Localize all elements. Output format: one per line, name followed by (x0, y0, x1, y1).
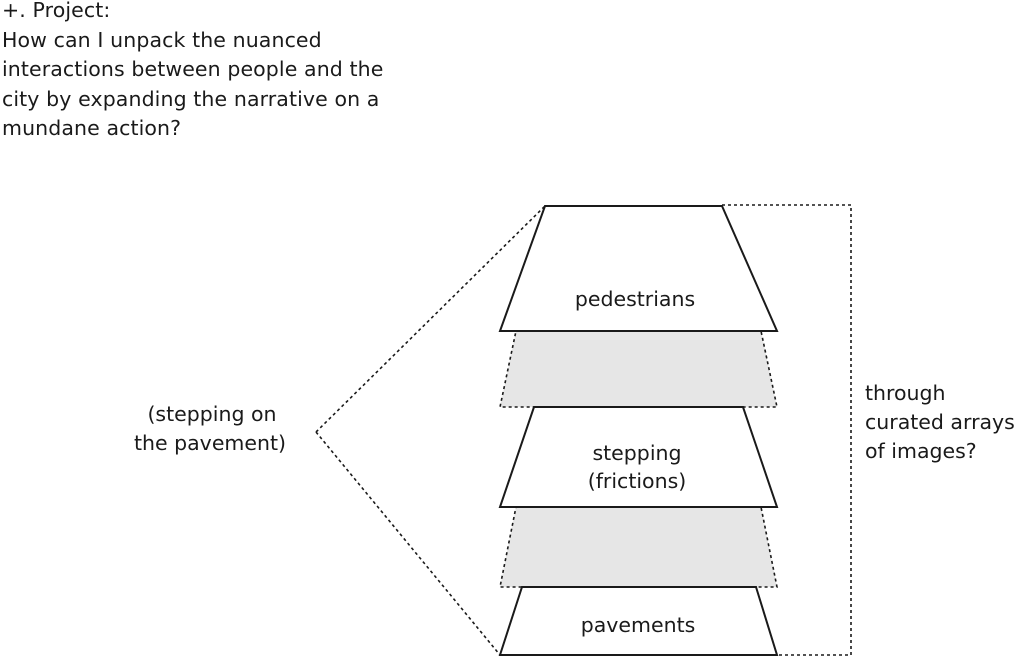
project-question: +. Project: How can I unpack the nuanced… (2, 0, 432, 144)
frictions-label: (frictions) (588, 469, 687, 493)
pavements-label: pavements (581, 613, 696, 637)
right-note-line-2: curated arrays (865, 410, 1015, 434)
layer-pedestrians (498, 205, 779, 332)
left-note-line-2: the pavement) (134, 431, 286, 455)
question-line-4: mundane action? (2, 116, 182, 140)
question-line-1: How can I unpack the nuanced (2, 27, 322, 52)
pedestrians-label: pedestrians (575, 287, 695, 311)
gap-layer-upper (499, 330, 778, 408)
right-note-line-3: of images? (865, 439, 977, 463)
question-line-2: interactions between people and the (2, 57, 384, 81)
project-heading: +. Project: (2, 0, 111, 22)
question-line-3: city by expanding the narrative on a (2, 86, 380, 111)
right-note-line-1: through (865, 381, 946, 405)
left-note-line-1: (stepping on (147, 402, 276, 426)
expansion-line-bottom (315, 431, 501, 656)
gap-layer-lower (499, 506, 778, 588)
right-bracket (722, 204, 852, 656)
layer-stepping (498, 406, 779, 508)
stepping-label: stepping (592, 441, 681, 465)
layer-pavements (498, 586, 779, 656)
